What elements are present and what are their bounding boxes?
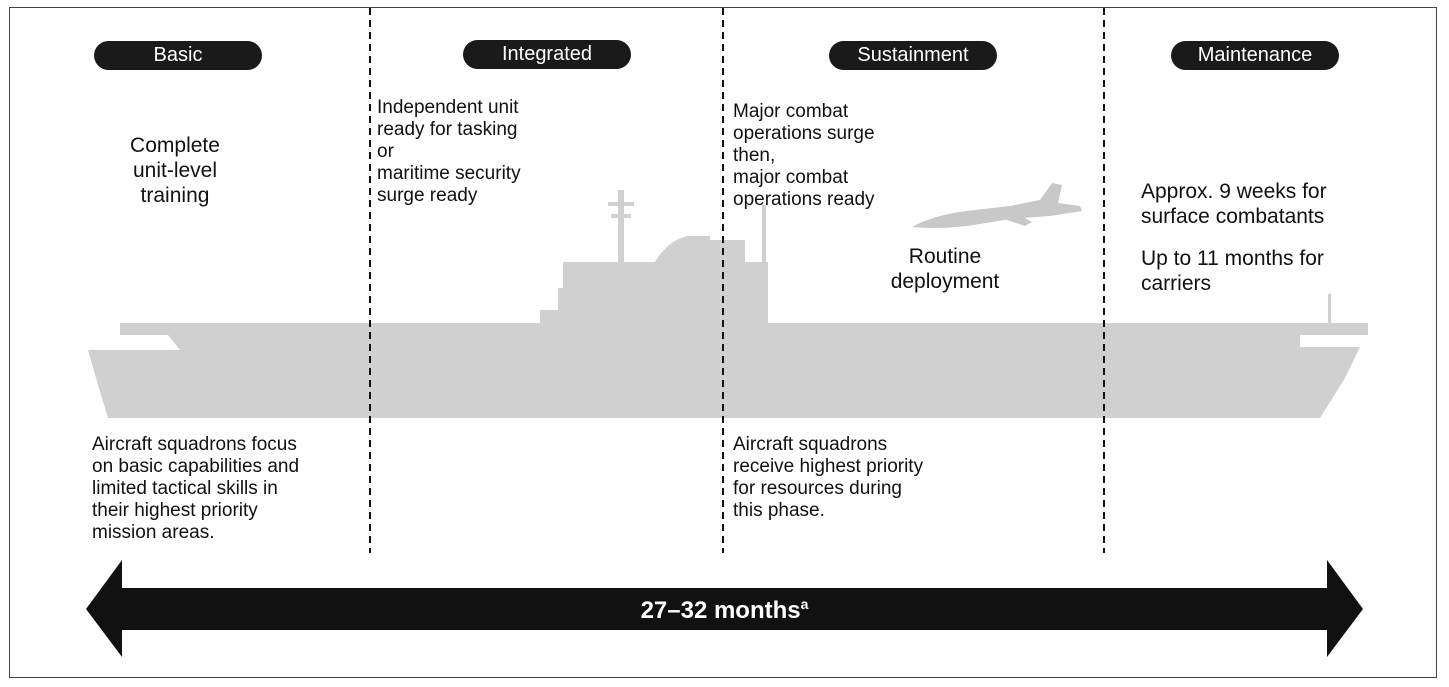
basic-top-note: Complete unit-level training [130,134,220,207]
sustainment-top-note: Major combat operations surge then, majo… [733,101,875,210]
phase-integrated-label: Integrated [463,40,631,69]
duration-label: 27–32 monthsa [0,596,1449,625]
routine-deployment-note: Routine deployment [890,245,1000,293]
maintenance-note-surface: Approx. 9 weeks for surface combatants [1141,180,1327,228]
jet-silhouette [912,183,1082,228]
carrier-silhouette [88,190,1368,418]
integrated-top-note: Independent unit ready for tasking or ma… [377,97,521,206]
duration-text: 27–32 months [640,597,801,624]
diagram-frame [9,7,1437,678]
basic-bottom-note: Aircraft squadrons focus on basic capabi… [92,434,300,543]
phase-basic-label: Basic [94,41,262,70]
sustainment-bottom-note: Aircraft squadrons receive highest prior… [733,434,924,521]
duration-footnote: a [800,596,809,612]
phase-dividers [369,8,1105,553]
maintenance-note-carriers: Up to 11 months for carriers [1141,247,1324,295]
phase-maintenance-label: Maintenance [1171,41,1339,70]
phase-sustainment-label: Sustainment [829,41,997,70]
duration-arrow [86,560,1363,657]
